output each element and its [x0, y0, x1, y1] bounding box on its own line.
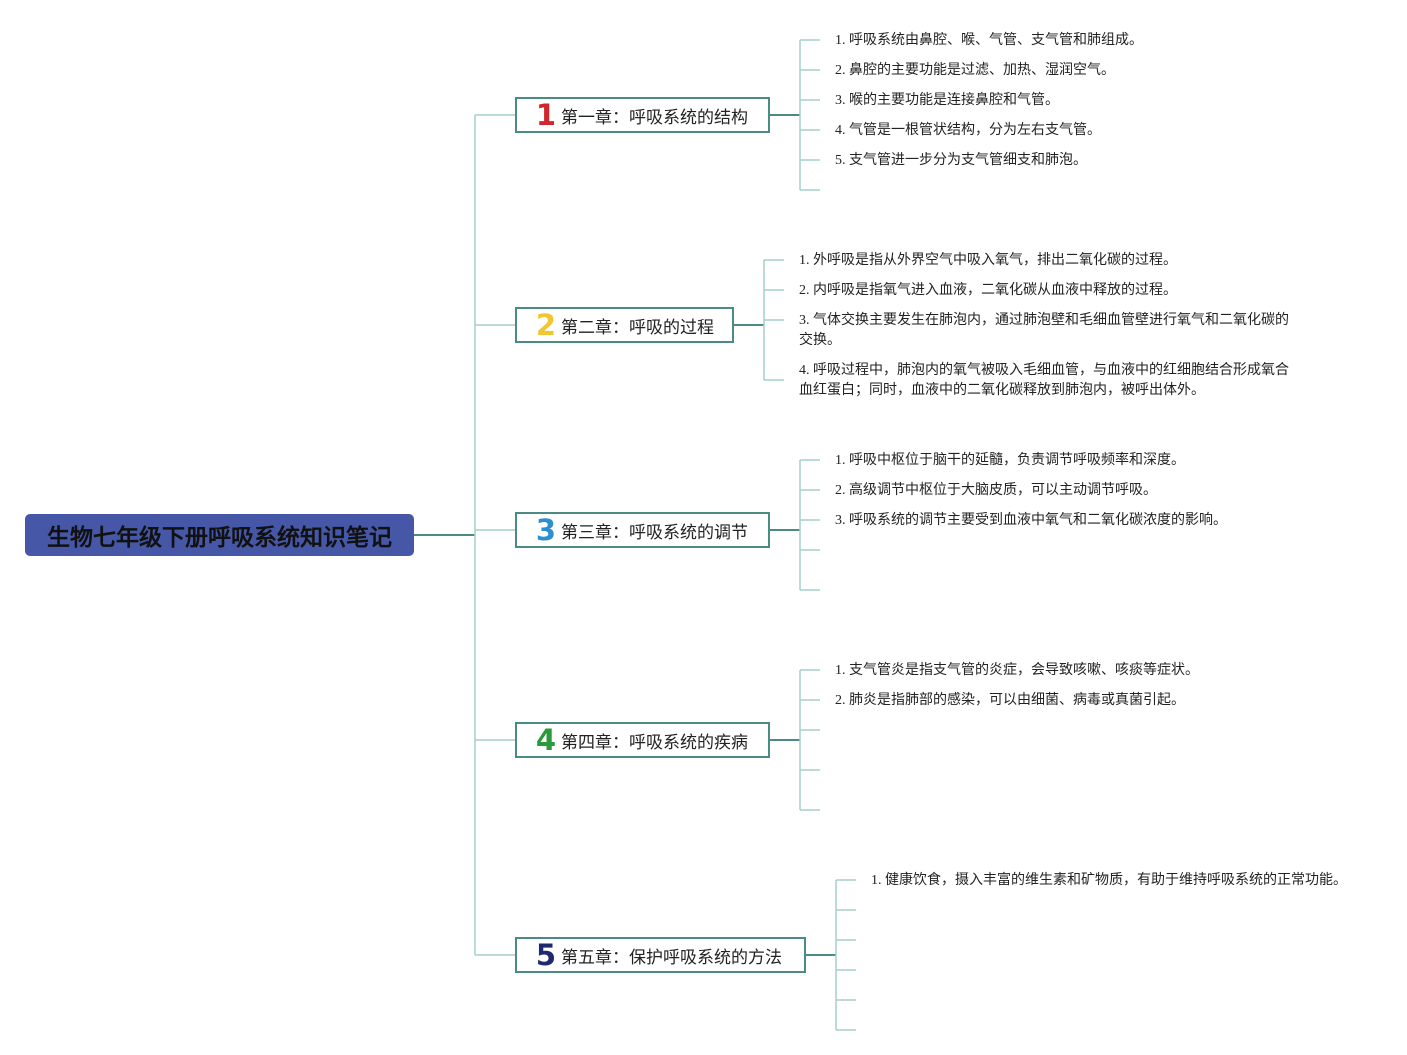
list-item[interactable]: 2. 高级调节中枢位于大脑皮质，可以主动调节呼吸。 — [835, 483, 1157, 498]
root-topic[interactable]: 生物七年级下册呼吸系统知识笔记 — [25, 514, 414, 556]
chapter-number: 3 — [535, 513, 557, 547]
chapter-title: 第二章：呼吸的过程 — [561, 317, 714, 338]
chapter-1-node[interactable]: 1 第一章：呼吸系统的结构 — [515, 97, 770, 133]
list-item[interactable]: 3. 喉的主要功能是连接鼻腔和气管。 — [835, 93, 1059, 108]
chapter-number: 5 — [535, 938, 557, 972]
list-item[interactable]: 2. 肺炎是指肺部的感染，可以由细菌、病毒或真菌引起。 — [835, 693, 1185, 708]
list-item[interactable]: 4. 气管是一根管状结构，分为左右支气管。 — [835, 123, 1101, 138]
chapter-4-node[interactable]: 4 第四章：呼吸系统的疾病 — [515, 722, 770, 758]
root-title: 生物七年级下册呼吸系统知识笔记 — [47, 525, 392, 551]
list-item[interactable]: 3. 呼吸系统的调节主要受到血液中氧气和二氧化碳浓度的影响。 — [835, 513, 1227, 528]
list-item[interactable]: 1. 健康饮食，摄入丰富的维生素和矿物质，有助于维持呼吸系统的正常功能。 — [871, 873, 1347, 888]
chapter-number: 4 — [535, 723, 557, 757]
list-item[interactable]: 1. 呼吸中枢位于脑干的延髓，负责调节呼吸频率和深度。 — [835, 453, 1185, 468]
chapter-2-node[interactable]: 2 第二章：呼吸的过程 — [515, 307, 734, 343]
chapter-title: 第五章：保护呼吸系统的方法 — [561, 947, 782, 968]
chapter-number: 1 — [535, 98, 557, 132]
chapter-number: 2 — [535, 308, 557, 342]
list-item[interactable]: 1. 支气管炎是指支气管的炎症，会导致咳嗽、咳痰等症状。 — [835, 663, 1199, 678]
list-item[interactable]: 5. 支气管进一步分为支气管细支和肺泡。 — [835, 153, 1087, 168]
list-item[interactable]: 2. 鼻腔的主要功能是过滤、加热、湿润空气。 — [835, 63, 1115, 78]
list-item[interactable]: 4. 呼吸过程中，肺泡内的氧气被吸入毛细血管，与血液中的红细胞结合形成氧合血红蛋… — [799, 363, 1289, 398]
chapter-title: 第一章：呼吸系统的结构 — [561, 107, 748, 128]
chapter-3-node[interactable]: 3 第三章：呼吸系统的调节 — [515, 512, 770, 548]
list-item[interactable]: 2. 内呼吸是指氧气进入血液，二氧化碳从血液中释放的过程。 — [799, 283, 1177, 298]
list-item[interactable]: 1. 呼吸系统由鼻腔、喉、气管、支气管和肺组成。 — [835, 33, 1143, 48]
list-item[interactable]: 1. 外呼吸是指从外界空气中吸入氧气，排出二氧化碳的过程。 — [799, 253, 1177, 268]
chapter-title: 第三章：呼吸系统的调节 — [561, 522, 748, 543]
list-item[interactable]: 3. 气体交换主要发生在肺泡内，通过肺泡壁和毛细血管壁进行氧气和二氧化碳的交换。 — [799, 313, 1289, 348]
chapter-title: 第四章：呼吸系统的疾病 — [561, 732, 748, 753]
chapter-5-node[interactable]: 5 第五章：保护呼吸系统的方法 — [515, 937, 806, 973]
